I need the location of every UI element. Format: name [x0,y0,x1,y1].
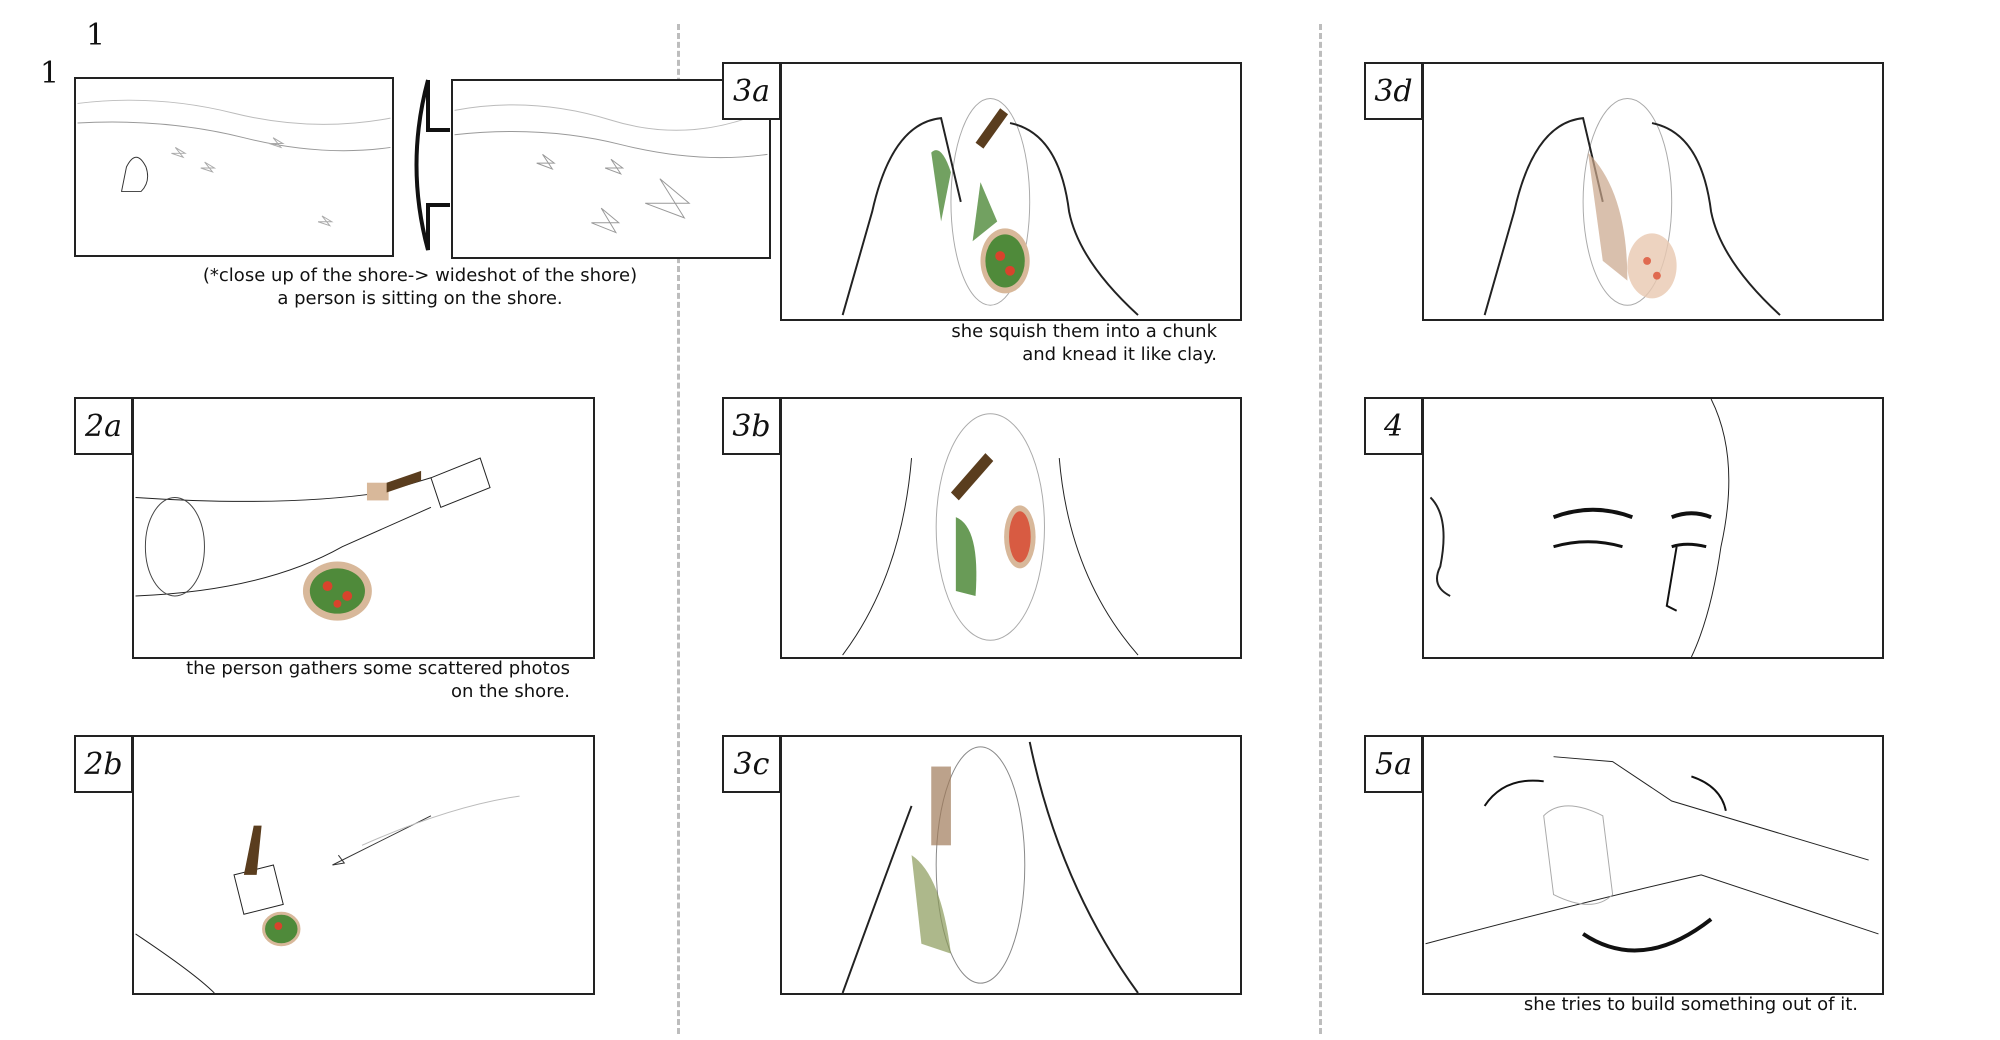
panel-label-3b: 3b [722,397,781,455]
column-divider-2 [1319,24,1322,1034]
reaching-arm-sketch [135,457,491,621]
panel-1-closeup [74,77,394,257]
clay-chunk [1543,805,1614,905]
panel-4 [1422,397,1884,659]
scene-number: 1 [40,56,60,91]
panel-1-wideshot [451,79,771,259]
panel-2b [132,735,595,995]
column-divider-1 [677,24,680,1034]
rotation-arrow-icon [1582,917,1713,953]
panel-3d [1422,62,1884,321]
panel-label-3c: 3c [722,735,781,793]
panel-label-3a: 3a [722,62,781,120]
caption-line: she tries to build something out of it. [1523,994,1858,1015]
caption-line: on the shore. [450,681,570,702]
rotation-arrow-icon [1483,779,1544,807]
sitting-person [120,156,149,192]
face-closeup-sketch [1429,399,1730,657]
caption-line: she squish them into a chunk [951,321,1217,342]
ear [1429,496,1451,597]
caption-line: the person gathers some scattered photos [186,658,570,679]
transition-arrow-icon [414,79,450,251]
panel-3c [780,735,1242,995]
hands-kneading-sketch [1483,97,1781,316]
panel-label-2a: 2a [74,397,133,455]
gathering-hand-sketch [135,795,520,993]
caption-line: (*close up of the shore-> wideshot of th… [202,265,638,286]
caption-scene-1: (*close up of the shore-> wideshot of th… [190,264,650,310]
hands-squishing-sketch [841,97,1139,316]
hands-holding-chunk-sketch [842,413,1139,656]
caption-line: and knead it like clay. [1022,344,1217,365]
bottle [243,825,262,875]
caption-3a: she squish them into a chunk and knead i… [820,320,1217,366]
hand [233,864,284,915]
caption-5a: she tries to build something out of it. [1450,993,1858,1016]
page-number: 1 [86,18,106,53]
hands-pressing-sketch [841,741,1139,993]
caption-2a: the person gathers some scattered photos… [150,657,570,703]
rotation-arrow-icon [1691,775,1727,812]
shore-wideshot-sketch [454,104,768,234]
panel-3a [780,62,1242,321]
hand [430,457,491,508]
hands-building-sketch [1425,756,1879,953]
panel-label-4: 4 [1364,397,1423,455]
caption-line: a person is sitting on the shore. [277,288,563,309]
shore-closeup-sketch [77,99,391,227]
panel-3b [780,397,1242,659]
panel-5a [1422,735,1884,995]
panel-label-5a: 5a [1364,735,1423,793]
panel-label-3d: 3d [1364,62,1423,120]
panel-label-2b: 2b [74,735,133,793]
panel-2a [132,397,595,659]
bottle [386,470,422,493]
